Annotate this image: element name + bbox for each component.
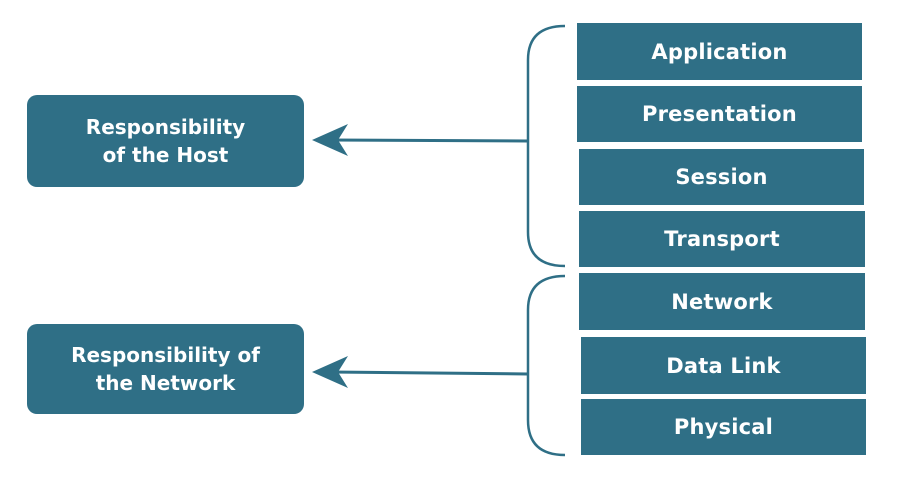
layer-session: Session [579, 149, 864, 205]
network-responsibility-box: Responsibility of the Network [27, 324, 304, 414]
layer-label: Session [675, 165, 768, 189]
host-arrow-head [312, 124, 348, 156]
layer-presentation: Presentation [577, 86, 862, 142]
host-responsibility-label: Responsibility of the Host [85, 115, 246, 167]
network-arrow-line [329, 370, 529, 376]
layer-physical: Physical [581, 399, 866, 455]
host-responsibility-box: Responsibility of the Host [27, 95, 304, 187]
host-brace [526, 24, 566, 268]
layer-label: Application [651, 39, 788, 64]
layer-application: Application [577, 23, 862, 80]
network-responsibility-label: Responsibility of the Network [71, 343, 260, 395]
layer-label: Network [671, 289, 773, 314]
layer-label: Data Link [666, 353, 781, 378]
layer-label: Physical [673, 415, 774, 439]
host-arrow-line [329, 138, 529, 143]
layer-transport: Transport [579, 211, 865, 267]
layer-network: Network [579, 273, 865, 330]
layer-data-link: Data Link [581, 337, 866, 394]
network-arrow-head [312, 356, 348, 388]
network-brace [526, 274, 566, 457]
layer-label: Transport [664, 227, 780, 251]
layer-label: Presentation [642, 102, 797, 126]
